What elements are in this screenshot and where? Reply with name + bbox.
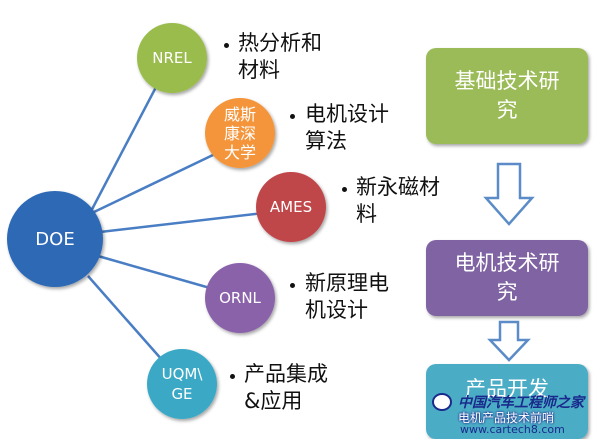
node-label-uqm-line2: GE (171, 385, 193, 403)
watermark-line3: www.cartech8.com (460, 423, 565, 436)
bullet-text-wisc-line2: 算法 (305, 129, 347, 153)
bullet-text-nrel: 热分析和 材料 (238, 30, 322, 84)
node-label-wisc-line3: 大学 (223, 142, 256, 162)
node-label-wisc: 威斯 康深 大学 (205, 98, 275, 168)
hub-label: DOE (7, 215, 103, 263)
bullet-text-ornl-line1: 新原理电 (305, 271, 389, 295)
watermark-line1: 中国汽车工程师之家 (458, 395, 584, 411)
node-circle-nrel (137, 23, 207, 93)
node-label-wisc-line1: 威斯 (223, 104, 256, 124)
bullet-text-uqm: 产品集成 &应用 (244, 361, 328, 415)
node-label-ornl-text: ORNL (219, 289, 261, 307)
node-label-ames: AMES (256, 193, 326, 221)
node-label-uqm-line1: UQM\ (161, 365, 203, 383)
stage-box-motor (426, 240, 588, 316)
stage-basic-line1: 基础技术研 (454, 69, 560, 93)
node-circle-wisc (205, 98, 275, 168)
node-label-ornl: ORNL (205, 284, 275, 312)
bullet-dot-uqm (230, 374, 235, 379)
bullet-dot-ornl (290, 283, 295, 288)
down-arrow-2 (487, 320, 531, 362)
bullet-text-ames-line1: 新永磁材 (356, 175, 440, 199)
stage-box-basic (426, 48, 588, 144)
watermark: 中国汽车工程师之家 电机产品技术前哨 www.cartech8.com (430, 388, 602, 439)
bullet-text-wisc: 电机设计 算法 (305, 101, 389, 155)
stage-motor-line1: 电机技术研 (454, 251, 560, 275)
bullet-dot-wisc (290, 114, 295, 119)
node-label-uqm: UQM\ GE (147, 362, 217, 406)
node-label-wisc-line2: 康深 (223, 123, 256, 143)
bullet-text-ornl-line2: 机设计 (305, 298, 368, 322)
node-label-nrel-text: NREL (152, 49, 192, 67)
hub-circle-doe (7, 191, 103, 287)
watermark-line2: 电机产品技术前哨 (458, 411, 555, 425)
node-label-nrel: NREL (137, 44, 207, 72)
stage-basic-line2: 究 (496, 98, 518, 122)
bullet-text-wisc-line1: 电机设计 (305, 102, 389, 126)
stage-product-line1: 产品开发 (465, 376, 549, 401)
bullet-text-ames: 新永磁材 料 (356, 174, 440, 228)
hub-label-text: DOE (35, 228, 75, 250)
node-circle-ornl (205, 263, 275, 333)
bullet-dot-nrel (224, 43, 229, 48)
watermark-logo-icon (432, 393, 452, 411)
node-label-ames-text: AMES (269, 198, 313, 216)
node-circle-ames (256, 172, 326, 242)
connector-line-nrel (86, 67, 168, 218)
stage-motor-line2: 究 (496, 280, 518, 304)
bullet-text-ornl: 新原理电 机设计 (305, 270, 389, 324)
bullet-dot-ames (342, 187, 347, 192)
bullet-text-uqm-line1: 产品集成 (244, 362, 328, 386)
bullet-text-ames-line2: 料 (356, 202, 377, 226)
down-arrow-1 (483, 162, 535, 226)
stage-box-motor-text: 电机技术研 究 (426, 240, 588, 316)
stage-box-product-text: 产品开发 (426, 372, 588, 406)
stage-box-product (426, 364, 588, 439)
bullet-text-uqm-line2: &应用 (244, 389, 303, 413)
stage-box-basic-text: 基础技术研 究 (426, 48, 588, 144)
bullet-text-nrel-line1: 热分析和 (238, 31, 322, 55)
bullet-text-nrel-line2: 材料 (238, 58, 280, 82)
node-circle-uqm (147, 349, 217, 419)
